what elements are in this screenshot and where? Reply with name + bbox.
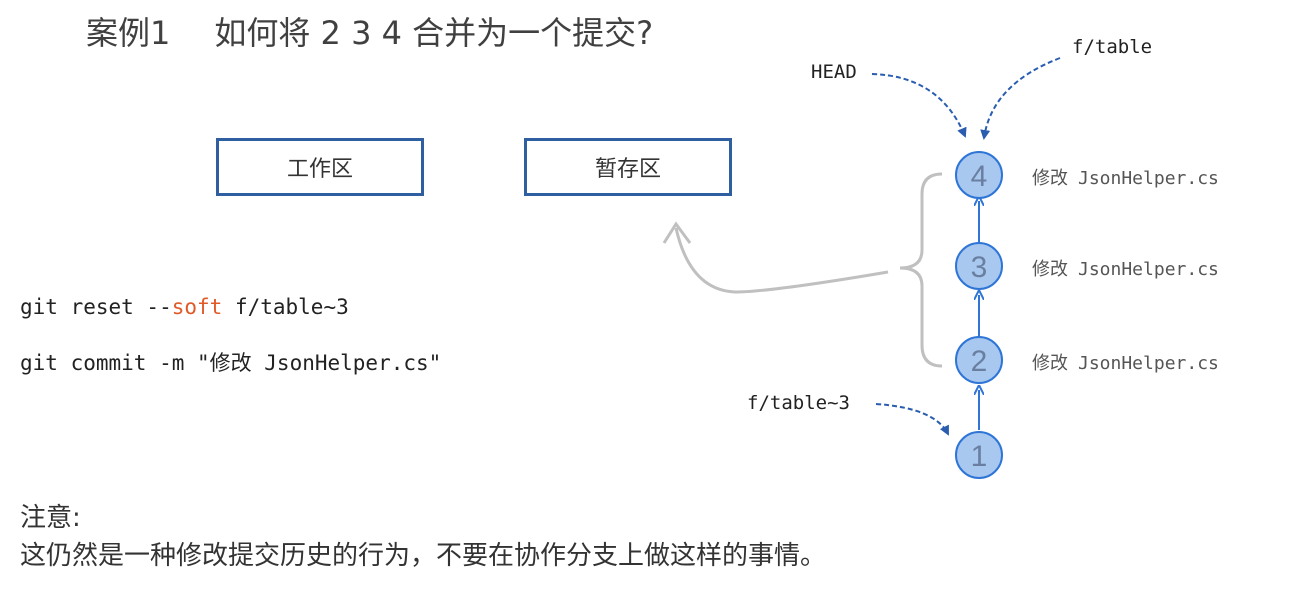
commit-file-2: JsonHelper.cs [1078, 353, 1219, 374]
group-bracket [899, 172, 943, 368]
reset-command: git reset --soft f/table~3 [20, 295, 349, 319]
commit-message-3: 修改 JsonHelper.cs [1032, 255, 1219, 281]
branch-ref-label: f/table [1072, 36, 1153, 58]
commit-node-4: 4 [955, 151, 1003, 199]
commit-action-2: 修改 [1032, 353, 1068, 374]
soft-reset-arrow [674, 227, 889, 294]
commit-node-3: 3 [955, 242, 1003, 290]
head-ref-label: HEAD [811, 61, 857, 83]
staging-area-label: 暂存区 [594, 157, 661, 182]
soft-reset-arrowhead [662, 221, 692, 244]
commit-node-2: 2 [955, 336, 1003, 384]
page-title: 案例1 如何将 2 3 4 合并为一个提交? [86, 8, 653, 54]
case-label: 案例1 [86, 14, 171, 52]
commit-number-1: 1 [971, 440, 988, 473]
reset-command-prefix: git reset -- [20, 295, 172, 319]
commit-number-3: 3 [971, 251, 988, 284]
case-question: 如何将 2 3 4 合并为一个提交? [214, 14, 654, 52]
commit-node-1: 1 [955, 431, 1003, 479]
commit-action-4: 修改 [1032, 168, 1068, 189]
reset-command-target: f/table~3 [222, 295, 349, 319]
target-ref-label: f/table~3 [747, 392, 850, 414]
reset-option-soft: soft [171, 295, 223, 319]
commit-number-4: 4 [971, 160, 988, 193]
note-body: 这仍然是一种修改提交历史的行为，不要在协作分支上做这样的事情。 [20, 541, 827, 571]
commit-file-4: JsonHelper.cs [1078, 168, 1219, 189]
branch-pointer [980, 57, 1061, 140]
commit-number-2: 2 [971, 345, 988, 378]
commit-message-2: 修改 JsonHelper.cs [1032, 349, 1219, 375]
working-directory-box: 工作区 [216, 138, 424, 196]
commit-command: git commit -m "修改 JsonHelper.cs" [20, 351, 442, 375]
target-pointer [875, 403, 949, 436]
staging-area-box: 暂存区 [524, 138, 732, 196]
commit-action-3: 修改 [1032, 259, 1068, 280]
commit-file-3: JsonHelper.cs [1078, 259, 1219, 280]
working-directory-label: 工作区 [286, 157, 353, 182]
note-heading: 注意: [20, 503, 81, 533]
head-pointer [871, 73, 967, 138]
commit-message-4: 修改 JsonHelper.cs [1032, 164, 1219, 190]
